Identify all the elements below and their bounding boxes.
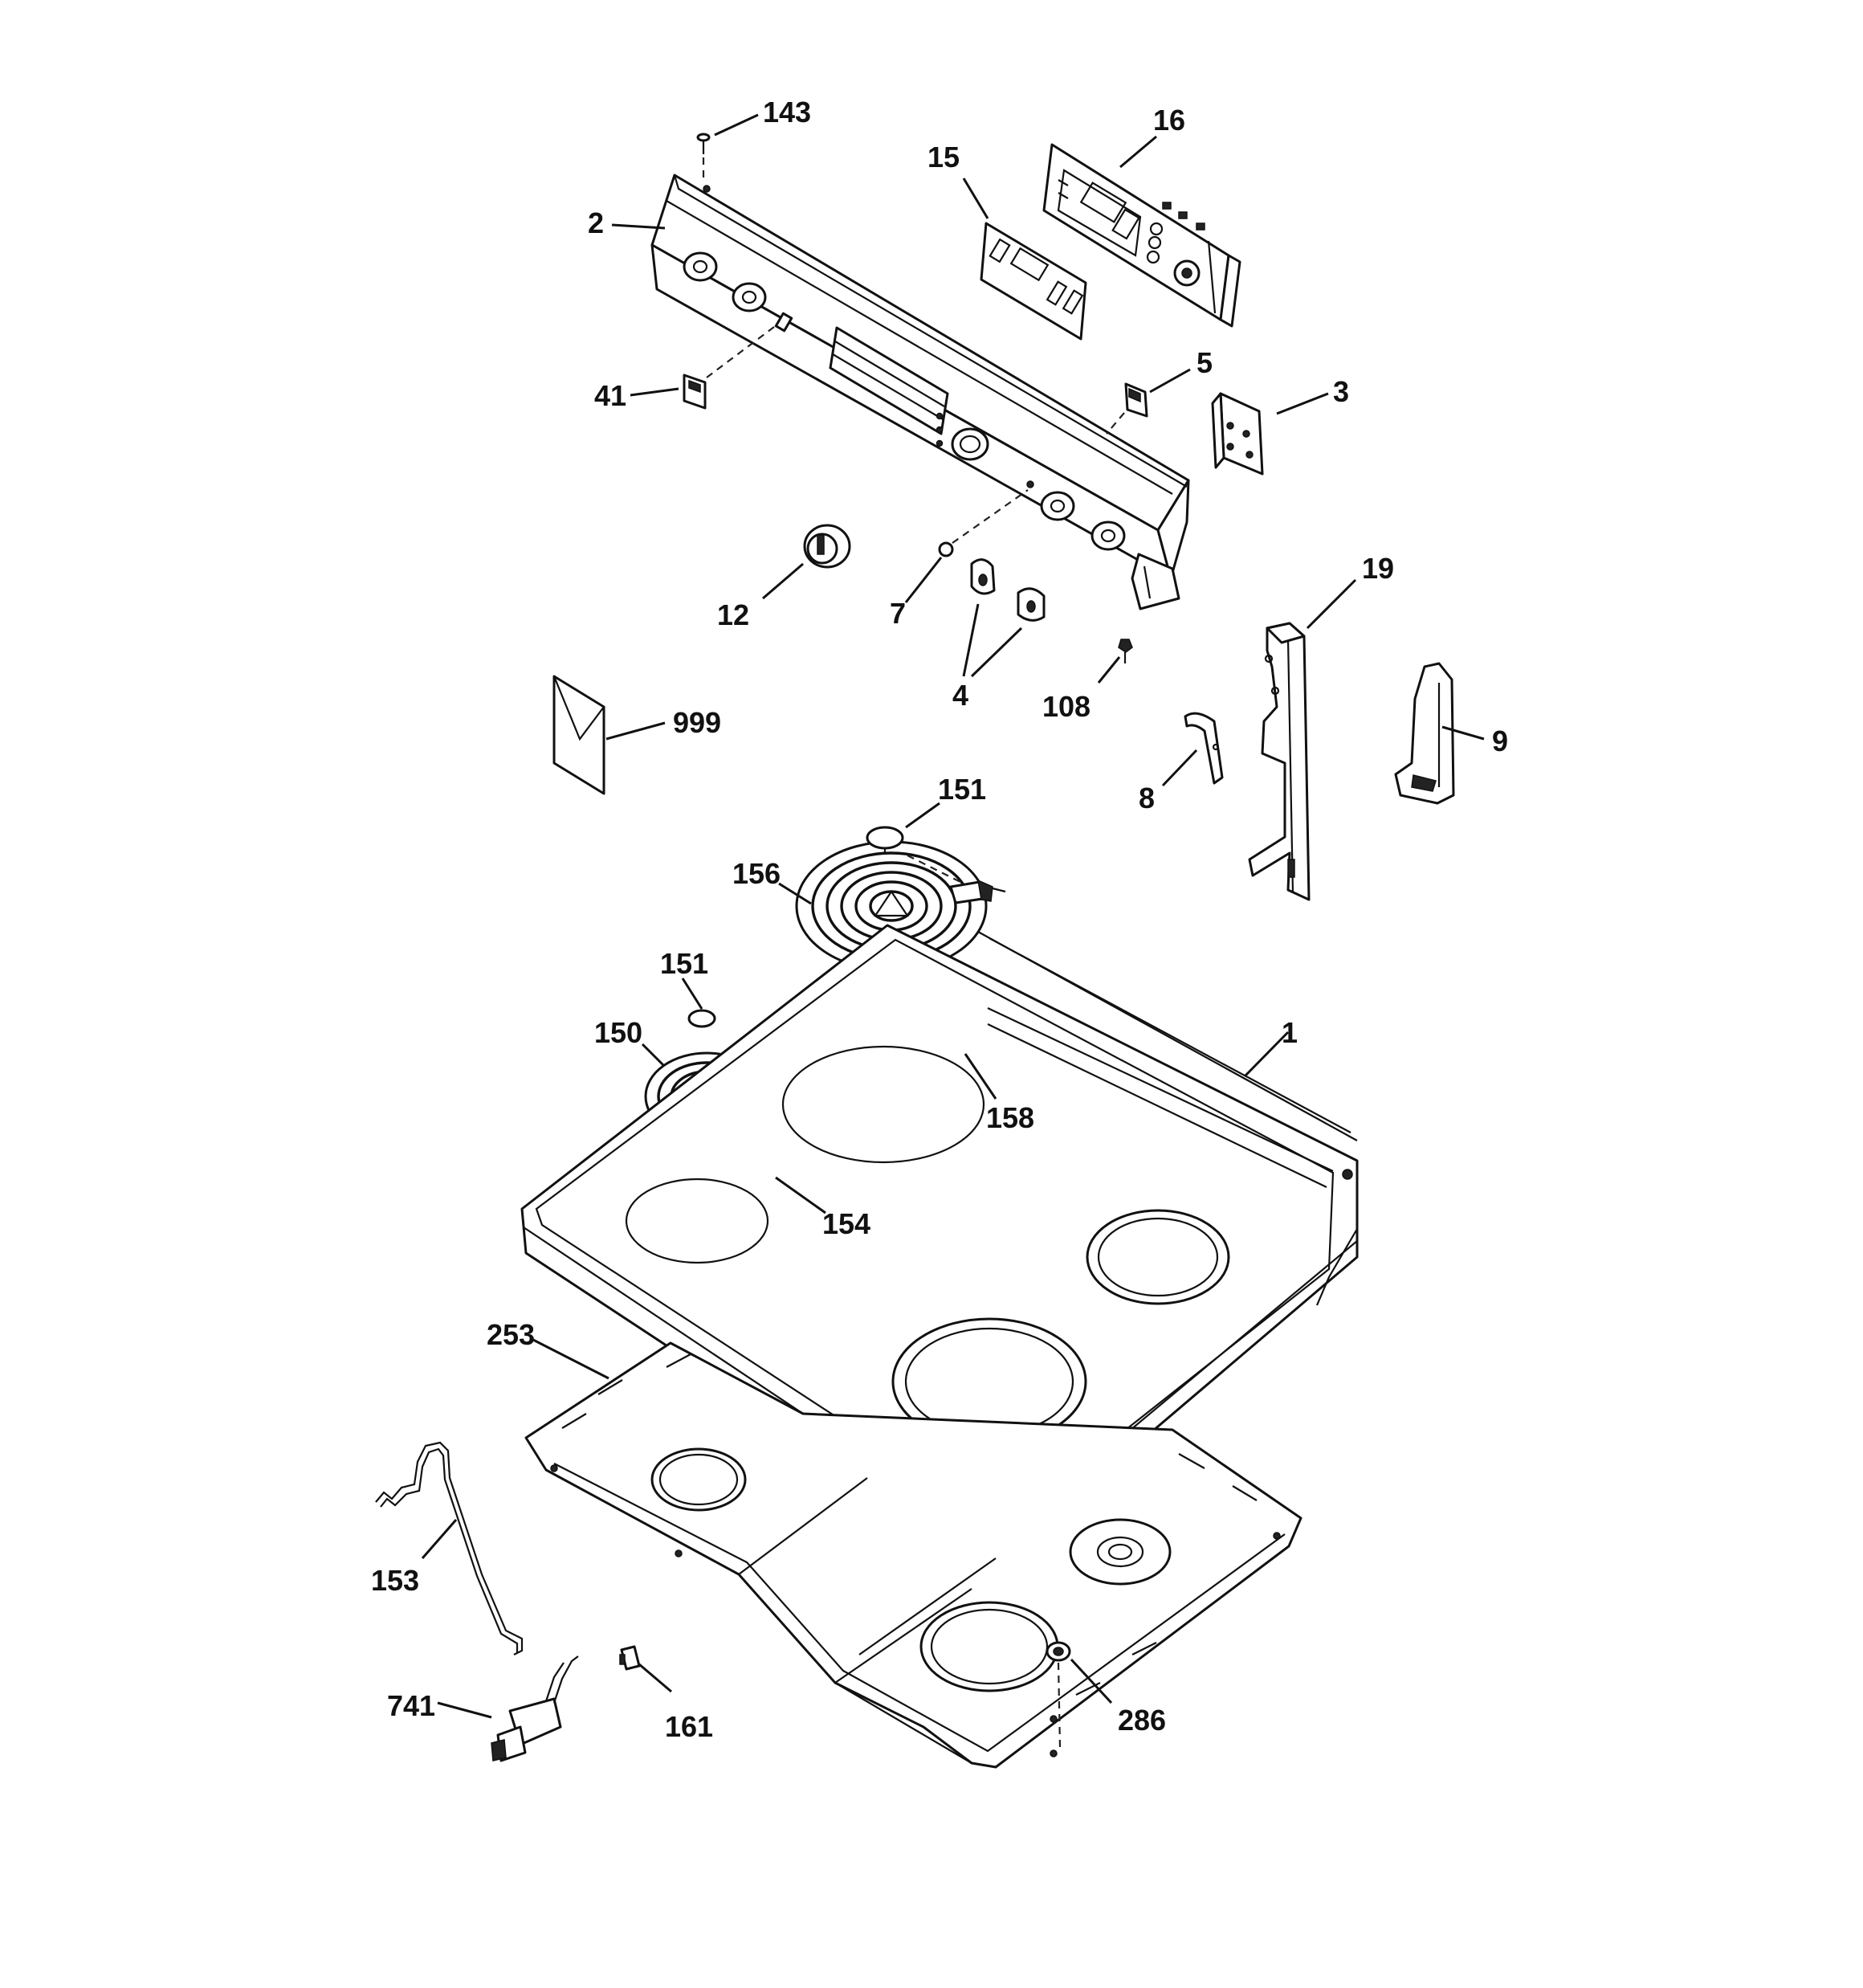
callout-153: 153 [371,1564,419,1597]
side-trim-9 [1394,662,1455,805]
screw-143 [696,133,711,182]
literature-envelope-999 [552,675,605,795]
callout-151-top: 151 [938,773,986,806]
bracket-8 [1184,712,1224,785]
callout-5: 5 [1196,346,1213,379]
control-faceplate-overlay [980,222,1087,341]
callout-156: 156 [732,857,781,890]
bracket-19 [1248,622,1311,901]
callout-161: 161 [665,1710,713,1743]
trim-ring-151-bottom [687,1009,772,1053]
callout-labels: 143 16 15 2 41 5 3 12 7 4 108 19 999 8 9… [371,96,1508,1743]
callout-12: 12 [717,598,749,631]
callout-143: 143 [763,96,811,129]
clip-286 [1046,1641,1071,1748]
clip-161 [619,1645,641,1671]
surface-knobs-4 [970,558,1046,622]
callout-19: 19 [1362,552,1394,585]
trim-ring-151-top [866,826,964,884]
oven-knob-12 [803,524,851,569]
callout-253: 253 [487,1318,535,1351]
callout-741: 741 [387,1689,435,1722]
switch-41 [683,324,778,410]
switch-5 [1106,382,1148,435]
callout-16: 16 [1153,104,1185,137]
callout-41: 41 [594,379,626,412]
screw-108 [1118,639,1133,663]
callout-108: 108 [1042,690,1090,723]
clip-7 [938,489,1029,557]
callout-15: 15 [927,141,960,173]
burner-box-253 [524,1341,1302,1769]
relay-3 [1211,392,1264,476]
terminal-block-741 [491,1655,579,1762]
callout-286: 286 [1118,1704,1166,1737]
callout-9: 9 [1492,725,1508,757]
callout-158: 158 [986,1101,1034,1134]
callout-3: 3 [1333,375,1349,408]
leader-lines [421,113,1485,1719]
cooktop-1 [520,924,1359,1564]
callout-154: 154 [822,1207,870,1240]
electronic-control-board [1042,143,1241,328]
callout-4: 4 [952,679,968,712]
callout-150: 150 [594,1016,642,1049]
wire-harness-153 [375,1441,524,1655]
callout-8: 8 [1139,782,1155,814]
callout-999: 999 [673,706,721,739]
control-panel-backsplash [650,173,1190,610]
callout-151-bottom: 151 [660,947,708,980]
callout-1: 1 [1282,1016,1298,1049]
callout-7: 7 [890,597,906,630]
callout-2: 2 [588,206,604,239]
